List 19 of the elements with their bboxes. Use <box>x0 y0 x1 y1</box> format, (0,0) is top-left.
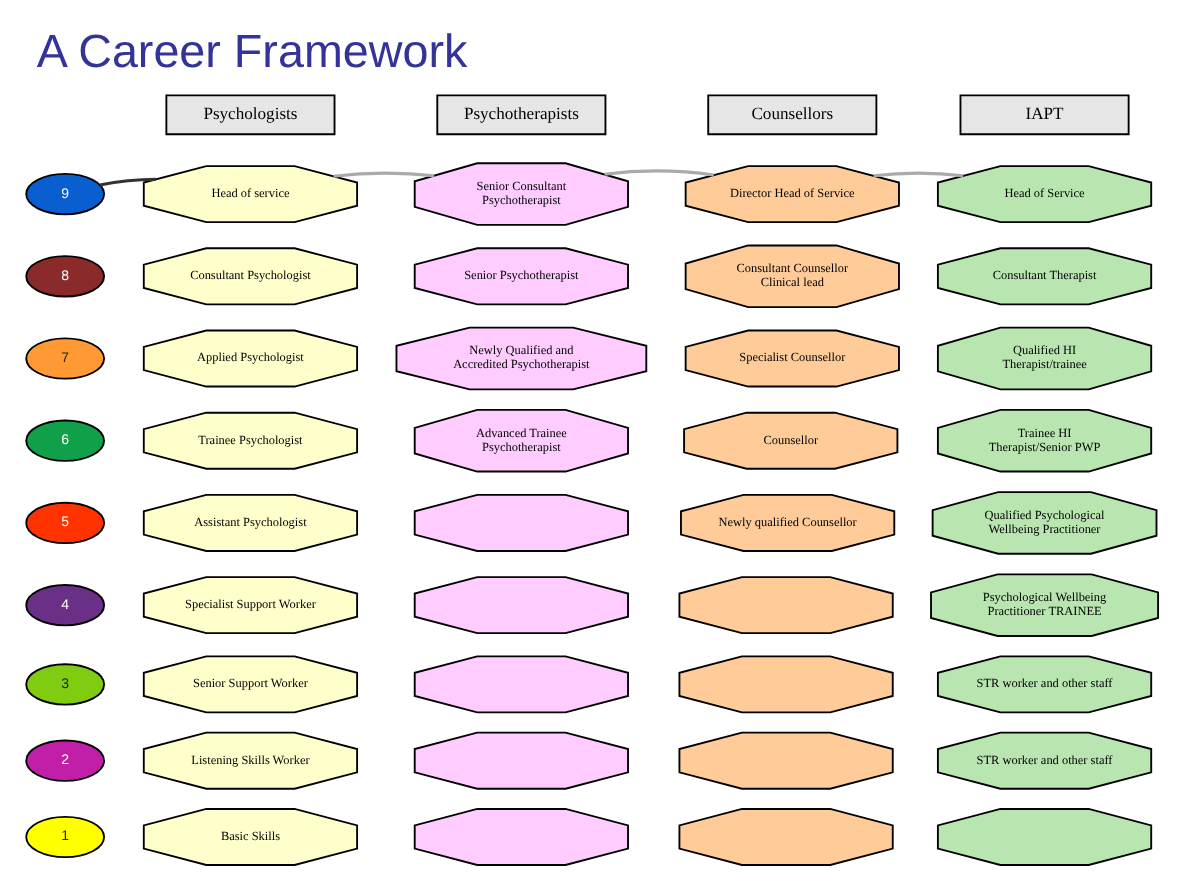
connector <box>333 171 435 178</box>
node-box: Psychologists <box>165 94 336 136</box>
node-octagon <box>413 731 629 790</box>
node-box: IAPT <box>959 94 1130 136</box>
node-box: Psychotherapists <box>436 94 607 136</box>
node-octagon <box>678 576 894 635</box>
connector <box>604 169 714 177</box>
diagram-title: A Career Framework <box>36 24 468 77</box>
node-box: Counsellors <box>707 94 878 136</box>
node-octagon <box>413 655 629 714</box>
connector <box>99 177 156 187</box>
node-octagon <box>936 808 1153 866</box>
node-octagon <box>678 731 894 790</box>
node-octagon <box>413 808 629 866</box>
node-octagon <box>678 655 894 714</box>
node-octagon <box>413 576 629 635</box>
connector <box>873 171 964 178</box>
node-octagon <box>678 808 894 866</box>
node-octagon <box>413 493 629 552</box>
